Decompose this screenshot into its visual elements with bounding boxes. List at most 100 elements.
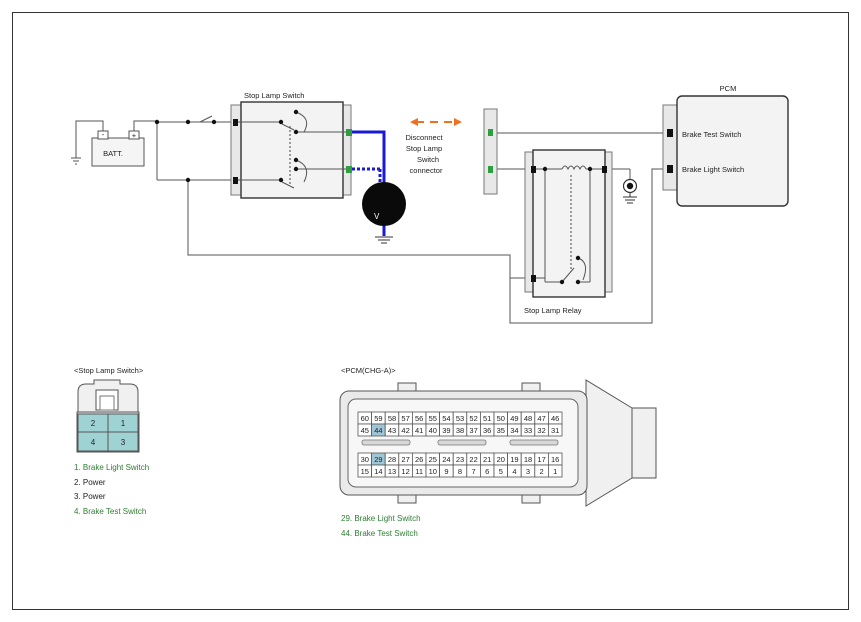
disconnect-line-4: connector [410,166,443,175]
battery: - + BATT. [91,130,145,167]
pcm-pin-number: 9 [444,467,448,476]
stop-lamp-bulb [622,178,638,204]
disconnect-label: Disconnect Stop Lamp Switch connector [405,133,443,175]
voltmeter-label: V [374,212,380,221]
pcm-pin-number: 42 [401,426,409,435]
pcm-pin-number: 12 [401,467,409,476]
pcm-pin-number: 38 [456,426,464,435]
pcm-pin-number: 32 [537,426,545,435]
pcm-pin-number: 47 [537,414,545,423]
pcm-pin-cell [548,423,563,437]
pcm-pin-number: 59 [374,414,382,423]
stop-lamp-switch-label: Stop Lamp Switch [244,91,304,100]
pcm-pin-number: 52 [469,414,477,423]
pcm-pin-number: 3 [526,467,530,476]
pcm-pin-number: 51 [483,414,491,423]
pcm-pin-number: 56 [415,414,423,423]
circuit-wires [75,120,670,324]
pcm-legend-item: 44. Brake Test Switch [341,529,418,538]
pcm-pin-number: 13 [388,467,396,476]
pcm-pin-number: 1 [553,467,557,476]
pcm-pin-number: 16 [551,455,559,464]
disconnect-arrows [410,118,462,126]
pcm-pin-number: 34 [510,426,518,435]
pcm-pin-number: 39 [442,426,450,435]
stop-lamp-relay-label: Stop Lamp Relay [524,306,582,315]
ground-symbol [71,157,81,165]
pcm-pin-number: 60 [361,414,369,423]
pcm-pin-number: 44 [374,426,382,435]
junction-dots [154,119,217,183]
pcm-pin-number: 53 [456,414,464,423]
pcm-pin-number: 25 [429,455,437,464]
pcm-pin-number: 14 [374,467,382,476]
battery-label: BATT. [103,149,123,158]
pcm-pin-number: 19 [510,455,518,464]
pcm-pin-number: 57 [401,414,409,423]
stop-lamp-pin: 3 [121,438,126,447]
pcm-pin-number: 15 [361,467,369,476]
pcm-pin-number: 33 [524,426,532,435]
pcm-pin-number: 37 [469,426,477,435]
battery-plus-label: + [132,131,137,140]
pcm-pin-number: 18 [524,455,532,464]
pcm-legend-item: 29. Brake Light Switch [341,514,421,523]
pcm-pin-number: 45 [361,426,369,435]
harness-connector-half [483,108,498,195]
stop-lamp-connector-legend: 1. Brake Light Switch 2. Power 3. Power … [74,463,149,516]
pcm-pin-number: 24 [442,455,450,464]
pcm-pin-number: 26 [415,455,423,464]
pcm-pin-number: 58 [388,414,396,423]
feed-switch-blade [199,115,213,123]
pcm-connector-legend: 29. Brake Light Switch 44. Brake Test Sw… [341,514,421,538]
pcm-pin-number: 22 [469,455,477,464]
pcm-pin-number: 30 [361,455,369,464]
pcm-pin-number: 43 [388,426,396,435]
pcm-pin-number: 35 [497,426,505,435]
pcm-pin-number: 31 [551,426,559,435]
pcm-pin-number: 27 [401,455,409,464]
stop-lamp-pin: 4 [91,438,96,447]
pcm-pin-number: 29 [374,455,382,464]
pcm-pin-number: 20 [497,455,505,464]
pcm-label: PCM [720,84,737,93]
pcm-brake-test-switch-label: Brake Test Switch [682,130,741,139]
pcm-pin-number: 17 [537,455,545,464]
pcm-pin-number: 50 [497,414,505,423]
pcm-pin-number: 4 [512,467,516,476]
pcm-pin-number: 48 [524,414,532,423]
pcm-pin-number: 21 [483,455,491,464]
pcm-module: PCM Brake Test Switch Brake Light Switch [662,84,789,207]
stop-lamp-legend-item: 1. Brake Light Switch [74,463,149,472]
voltmeter: V [352,130,406,244]
pcm-pin-number: 36 [483,426,491,435]
pcm-pin-number: 23 [456,455,464,464]
pcm-pin-number: 11 [415,467,423,476]
diagram-frame [12,12,849,610]
disconnect-line-2: Stop Lamp [406,144,442,153]
disconnect-line-1: Disconnect [405,133,443,142]
pcm-pin-number: 41 [415,426,423,435]
stop-lamp-connector-title: <Stop Lamp Switch> [74,366,144,375]
stop-lamp-pin: 2 [91,419,96,428]
stop-lamp-relay: Stop Lamp Relay [524,149,613,315]
pcm-pin-cell [548,464,563,478]
stop-lamp-legend-item: 4. Brake Test Switch [74,507,146,516]
stop-lamp-connector-view: <Stop Lamp Switch> 2 1 4 3 [74,366,144,453]
pcm-pin-number: 54 [442,414,450,423]
pcm-pin-number: 40 [429,426,437,435]
pcm-pin-number: 28 [388,455,396,464]
pcm-pin-number: 2 [540,467,544,476]
stop-lamp-pin: 1 [121,419,126,428]
pcm-pin-number: 5 [499,467,503,476]
stop-lamp-switch: Stop Lamp Switch [230,91,352,199]
stop-lamp-legend-item: 3. Power [74,492,106,501]
pcm-pin-number: 6 [485,467,489,476]
battery-minus-label: - [102,130,105,139]
pcm-pin-number: 10 [429,467,437,476]
stop-lamp-legend-item: 2. Power [74,478,106,487]
pcm-pin-number: 49 [510,414,518,423]
